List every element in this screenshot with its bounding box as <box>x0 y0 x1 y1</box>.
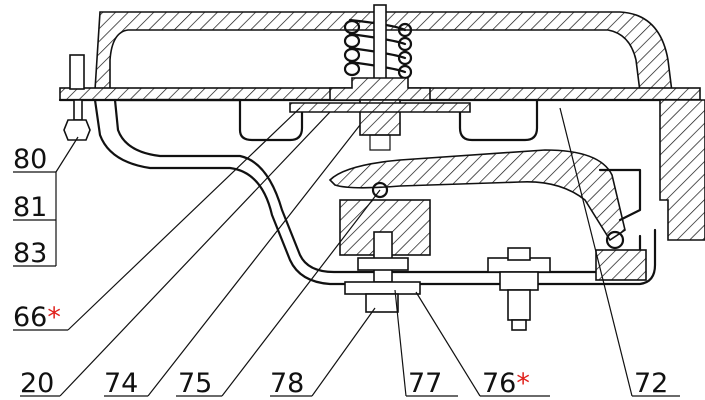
bottom-fitting <box>487 247 551 331</box>
right-housing-block <box>659 99 705 241</box>
leader-lines <box>55 107 633 397</box>
label-76-number: 76 <box>482 368 516 399</box>
label-78: 78 <box>270 368 304 399</box>
label-66-number: 66 <box>13 302 47 333</box>
stem-hub <box>329 77 431 101</box>
label-77: 77 <box>408 368 442 399</box>
label-72: 72 <box>634 368 668 399</box>
label-80: 80 <box>13 144 47 175</box>
flange-bolt <box>63 54 91 141</box>
central-bolt <box>344 231 421 313</box>
label-83: 83 <box>13 238 47 269</box>
label-underlines <box>13 171 680 397</box>
label-75: 75 <box>178 368 212 399</box>
label-20: 20 <box>20 368 54 399</box>
right-pivot-cover <box>595 249 647 281</box>
label-81: 81 <box>13 192 47 223</box>
label-76-asterisk: * <box>516 368 530 399</box>
lower-housing <box>93 98 657 286</box>
label-66-asterisk: * <box>47 302 61 333</box>
label-74: 74 <box>104 368 138 399</box>
label-76: 76* <box>482 368 530 399</box>
label-66: 66* <box>13 302 61 333</box>
